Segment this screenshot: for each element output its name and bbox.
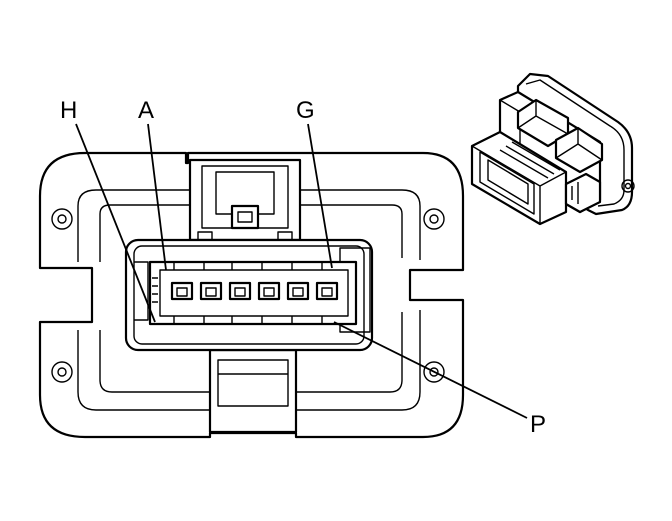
leader-g <box>307 123 333 269</box>
connector-face-view <box>38 151 465 439</box>
housing-outline <box>38 151 465 439</box>
leader-p <box>333 321 528 419</box>
callouts: H A G P <box>60 97 546 438</box>
terminal-cavity-pin <box>292 287 304 297</box>
mounting-hole-bottom-right <box>423 361 445 383</box>
terminal-cavity-pin <box>176 287 188 297</box>
mounting-hole-top-right <box>423 208 445 230</box>
terminal-cavity-pin <box>234 287 246 297</box>
terminal-cavity-pin <box>263 287 275 297</box>
connector-isometric-view <box>470 72 635 226</box>
iso-side-latch <box>564 172 602 214</box>
label-h: H <box>60 97 77 124</box>
housing-inner-outline-2 <box>99 204 403 393</box>
top-latch <box>188 158 302 242</box>
leader-a <box>147 123 167 271</box>
label-g: G <box>296 97 315 124</box>
label-p: P <box>530 411 546 438</box>
label-a: A <box>138 97 154 124</box>
terminal-cavity-pin <box>321 287 333 297</box>
leader-h <box>75 123 156 323</box>
mounting-hole-top-left <box>51 208 73 230</box>
iso-mount-hole <box>621 179 635 193</box>
terminal-cavity-pin <box>205 287 217 297</box>
housing-inner-outline <box>77 189 421 411</box>
mounting-hole-bottom-left <box>51 361 73 383</box>
bottom-latch <box>208 348 298 434</box>
terminal-cavities <box>170 281 339 301</box>
